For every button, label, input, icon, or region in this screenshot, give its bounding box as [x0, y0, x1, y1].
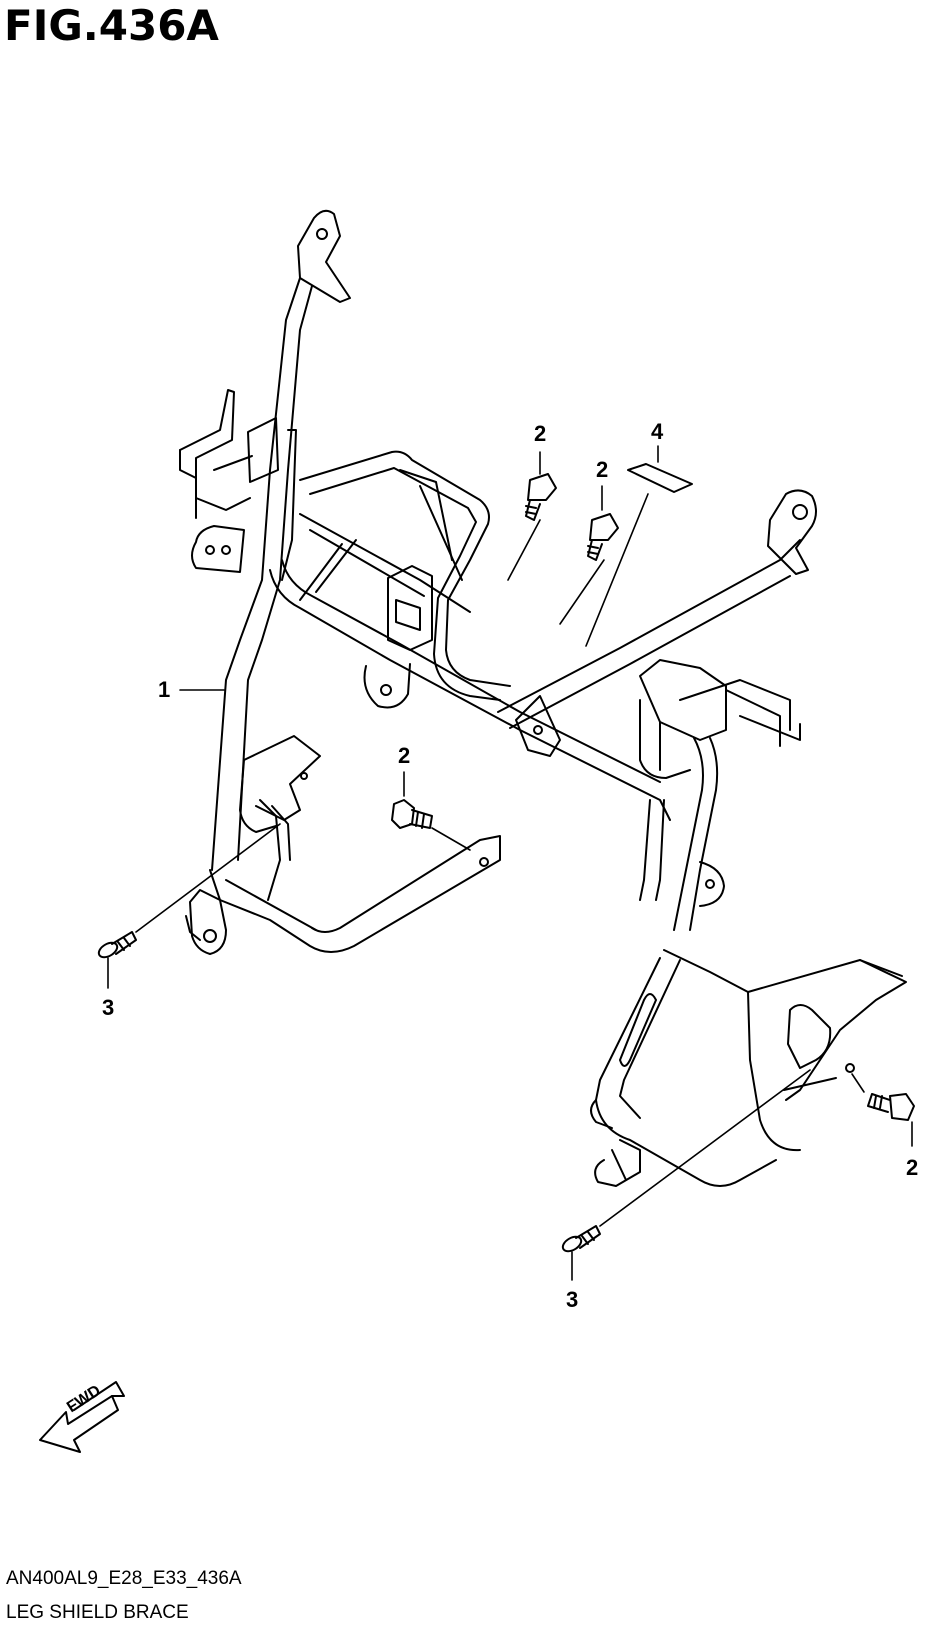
figure-title: FIG.436A: [4, 1, 219, 50]
diagram-name: LEG SHIELD BRACE: [6, 1602, 189, 1623]
callout-part-3-left: 3: [102, 995, 115, 1020]
plate-part-4[interactable]: [627, 463, 693, 493]
leader-lines: [107, 445, 913, 1281]
screw-left[interactable]: [96, 931, 137, 960]
callout-part-2-middle: 2: [398, 743, 411, 768]
screw-right[interactable]: [560, 1225, 601, 1254]
callout-part-4: 4: [651, 419, 664, 444]
diagram-code: AN400AL9_E28_E33_436A: [6, 1568, 242, 1589]
callout-part-3-right: 3: [566, 1287, 579, 1312]
callout-part-2-upper-mid: 2: [596, 457, 609, 482]
bolt-upper-mid[interactable]: [587, 513, 619, 561]
callout-part-2-upper-left: 2: [534, 421, 547, 446]
callout-part-2-lower-right: 2: [906, 1155, 919, 1180]
bolt-lower-right[interactable]: [867, 1093, 915, 1121]
fwd-arrow-icon: [39, 1381, 125, 1453]
bolt-upper-left[interactable]: [525, 473, 557, 521]
bolt-middle[interactable]: [391, 799, 433, 829]
leg-shield-brace[interactable]: [179, 209, 907, 1187]
callout-part-1: 1: [158, 677, 171, 702]
